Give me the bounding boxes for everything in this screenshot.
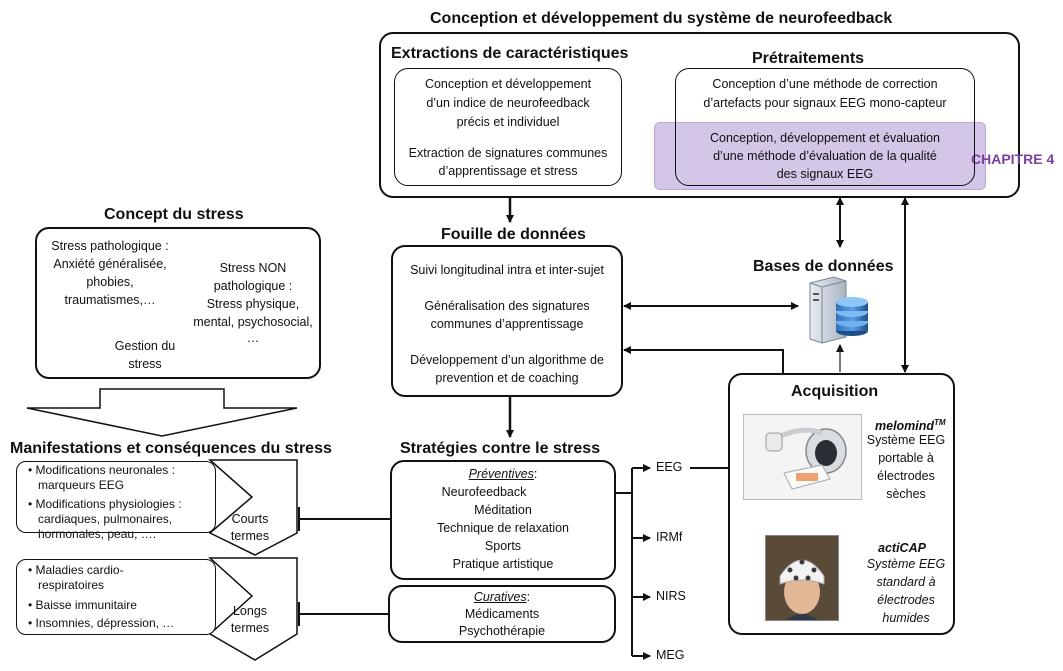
extraction-text-5: d’apprentissage et stress bbox=[438, 164, 578, 178]
modality-eeg: EEG bbox=[656, 460, 683, 474]
pretraitement-title: Prétraitements bbox=[752, 50, 865, 67]
court-terme-box bbox=[16, 461, 216, 533]
concept-p2: Anxiété généralisée, bbox=[53, 257, 167, 271]
preventive-item-3: Technique de relaxation bbox=[436, 521, 570, 535]
melomind-desc-1: Système EEG bbox=[866, 433, 946, 447]
extraction-text-3: précis et individuel bbox=[456, 115, 560, 129]
strategies-title: Stratégies contre le stress bbox=[400, 440, 601, 457]
pretraitement-a2: d’artefacts pour signaux EEG mono-capteu… bbox=[703, 96, 947, 110]
chevron-court-terme bbox=[208, 459, 298, 556]
curative-item-2: Psychothérapie bbox=[458, 624, 546, 638]
court-label-1: Courts bbox=[231, 512, 269, 526]
pretraitement-a1: Conception d’une méthode de correction bbox=[712, 77, 938, 91]
acticap-photo-icon bbox=[766, 536, 838, 620]
concept-n5: … bbox=[246, 331, 260, 345]
concept-g2: stress bbox=[128, 357, 162, 371]
curative-item-1: Médicaments bbox=[464, 607, 540, 621]
long-terme-box bbox=[16, 559, 216, 635]
pretraitement-box bbox=[675, 68, 975, 186]
court-item-1: • Modifications neuronales : bbox=[28, 463, 175, 477]
preventive-box bbox=[390, 460, 616, 580]
court-item-1b: marqueurs EEG bbox=[38, 478, 125, 492]
concept-p1: Stress pathologique : bbox=[51, 239, 169, 253]
pretraitement-b1: Conception, développement et évaluation bbox=[709, 131, 941, 145]
concept-n1: Stress NON bbox=[219, 261, 287, 275]
acticap-name: actiCAP bbox=[878, 541, 926, 555]
bases-title: Bases de données bbox=[753, 258, 894, 275]
fouille-box bbox=[391, 245, 623, 397]
fouille-title: Fouille de données bbox=[441, 226, 586, 243]
modality-irmf: IRMf bbox=[656, 530, 683, 544]
long-label-1: Longs bbox=[232, 604, 268, 618]
concept-title: Concept du stress bbox=[104, 206, 244, 223]
concept-box bbox=[35, 227, 321, 379]
acticap-desc-1: Système EEG bbox=[866, 557, 946, 571]
extraction-text-1: Conception et développement bbox=[424, 77, 592, 91]
extraction-text-4: Extraction de signatures communes bbox=[408, 146, 608, 160]
fouille-text-4: Développement d’un algorithme de bbox=[410, 353, 604, 367]
preventive-item-1: Neurofeedback bbox=[441, 485, 527, 499]
long-label-2: termes bbox=[230, 621, 270, 635]
long-item-3: • Insomnies, dépression, … bbox=[28, 616, 175, 630]
preventive-head: Préventives: bbox=[468, 467, 538, 481]
preventive-item-5: Pratique artistique bbox=[452, 557, 554, 571]
extraction-box bbox=[394, 68, 622, 186]
melomind-desc-2: portable à bbox=[878, 451, 934, 465]
modality-meg: MEG bbox=[656, 648, 685, 662]
concept-n3: Stress physique, bbox=[206, 297, 300, 311]
fouille-text-2: Généralisation des signatures bbox=[424, 299, 590, 313]
court-item-2: • Modifications physiologies : bbox=[28, 497, 182, 511]
acticap-photo-frame bbox=[765, 535, 839, 621]
preventive-item-2: Méditation bbox=[474, 503, 532, 517]
acquisition-title: Acquisition bbox=[791, 383, 879, 400]
chapitre-highlight bbox=[654, 122, 986, 190]
court-label-2: termes bbox=[230, 529, 270, 543]
curative-box bbox=[388, 585, 616, 643]
preventive-item-4: Sports bbox=[484, 539, 522, 553]
acticap-desc-3: électrodes bbox=[877, 593, 935, 607]
manifest-title: Manifestations et conséquences du stress bbox=[10, 440, 332, 457]
extraction-title: Extractions de caractéristiques bbox=[391, 45, 629, 62]
melomind-desc-3: électrodes bbox=[877, 469, 935, 483]
melomind-photo-frame bbox=[743, 414, 862, 500]
acticap-desc-2: standard à bbox=[876, 575, 936, 589]
concept-p3: phobies, bbox=[86, 275, 134, 289]
concept-n2: pathologique : bbox=[213, 279, 293, 293]
concept-p4: traumatismes,… bbox=[64, 293, 156, 307]
curative-head: Curatives: bbox=[473, 590, 531, 604]
fouille-text-5: prevention et de coaching bbox=[435, 371, 579, 385]
chapitre-label: CHAPITRE 4 bbox=[971, 151, 1055, 167]
long-item-2: • Baisse immunitaire bbox=[28, 598, 137, 612]
modality-nirs: NIRS bbox=[656, 589, 686, 603]
court-item-2b: cardiaques, pulmonaires, bbox=[38, 512, 173, 526]
long-item-1: • Maladies cardio- bbox=[28, 563, 124, 577]
chevron-long-terme bbox=[208, 557, 298, 661]
acticap-desc-4: humides bbox=[882, 611, 930, 625]
fouille-text-1: Suivi longitudinal intra et inter-sujet bbox=[410, 263, 604, 277]
fouille-text-3: communes d’apprentissage bbox=[430, 317, 584, 331]
melomind-name: melomindTM bbox=[875, 418, 946, 434]
melomind-headset-icon bbox=[744, 415, 861, 499]
concept-down-arrow bbox=[26, 388, 298, 437]
pretraitement-b3: des signaux EEG bbox=[776, 167, 874, 181]
main-title: Conception et développement du système d… bbox=[430, 10, 893, 27]
concept-n4: mental, psychosocial, bbox=[193, 315, 313, 329]
pretraitement-b2: d’une méthode d’évaluation de la qualité bbox=[713, 149, 937, 163]
concept-g1: Gestion du bbox=[114, 339, 176, 353]
long-item-1b: respiratoires bbox=[38, 578, 105, 592]
court-item-2c: hormonales, peau, …. bbox=[38, 527, 157, 541]
extraction-text-2: d’un indice de neurofeedback bbox=[426, 96, 590, 110]
melomind-desc-4: sèches bbox=[886, 487, 926, 501]
database-server-icon bbox=[809, 276, 868, 344]
